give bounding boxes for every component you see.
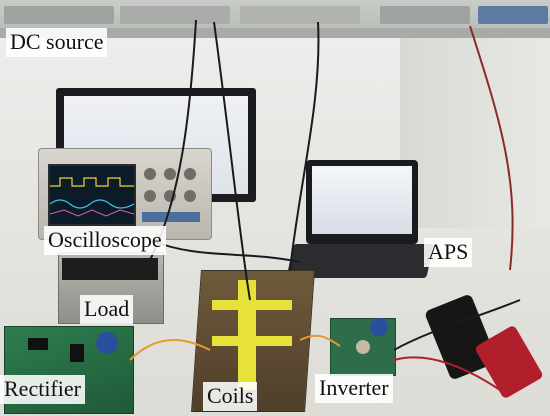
dc-source-instrument	[4, 6, 114, 24]
label-inverter: Inverter	[315, 374, 393, 403]
laptop-screen	[312, 166, 412, 234]
background-wall	[400, 38, 550, 228]
rectifier-component	[28, 338, 48, 350]
label-load: Load	[80, 295, 134, 324]
label-rectifier: Rectifier	[0, 375, 85, 404]
shelf-board	[0, 28, 550, 38]
rectifier-component	[70, 344, 84, 362]
waveform-graphic	[49, 177, 135, 217]
oscilloscope-screen	[48, 164, 136, 226]
rectifier-capacitor	[96, 332, 118, 354]
label-oscilloscope: Oscilloscope	[44, 226, 166, 255]
coil-tape	[212, 300, 292, 310]
load-display-panel	[62, 258, 158, 280]
inverter-inductor	[356, 340, 370, 354]
oscilloscope-knobs	[138, 162, 204, 228]
label-dc-source: DC source	[6, 28, 108, 57]
rack-instrument	[478, 6, 548, 24]
dc-source-instrument	[240, 6, 360, 24]
label-coils: Coils	[203, 382, 258, 411]
label-aps: APS	[424, 238, 473, 267]
rack-instrument	[380, 6, 470, 24]
inverter-capacitor	[370, 318, 388, 336]
dc-source-instrument	[120, 6, 230, 24]
coil-tape	[212, 336, 292, 346]
